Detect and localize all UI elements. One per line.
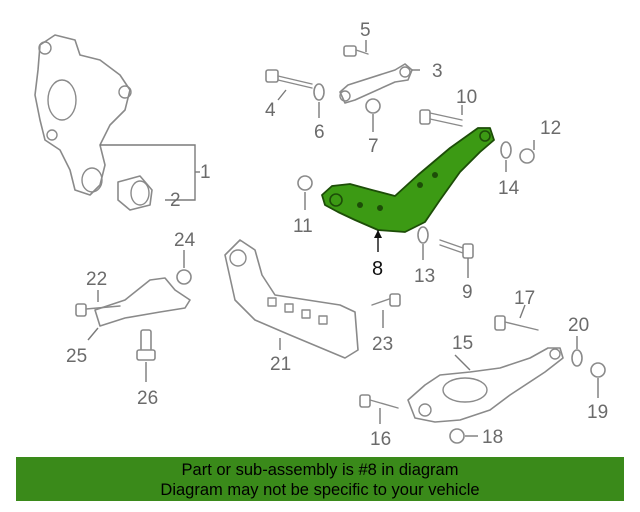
callout-9: 9 — [462, 282, 473, 303]
part-8-highlighted-arm — [321, 127, 495, 233]
part-15-lower-arm — [407, 347, 564, 423]
part-nut-18 — [449, 428, 465, 444]
callout-5: 5 — [360, 20, 371, 41]
callout-23: 23 — [372, 334, 393, 355]
part-upper-link — [339, 63, 413, 104]
parts-diagram: 1 2 3 4 5 6 7 8 9 10 11 12 13 14 15 16 1… — [34, 20, 608, 450]
callout-13: 13 — [414, 266, 435, 287]
part-washer-6 — [313, 83, 325, 101]
callout-8: 8 — [372, 258, 383, 280]
callout-26: 26 — [137, 388, 158, 409]
part-25-bracket — [94, 269, 192, 327]
callout-18: 18 — [482, 427, 503, 448]
banner-line-1: Part or sub-assembly is #8 in diagram — [181, 461, 459, 479]
callout-21: 21 — [270, 354, 291, 375]
callout-2: 2 — [170, 190, 181, 211]
part-bolt-17 — [494, 315, 539, 331]
callout-11: 11 — [293, 216, 313, 237]
callout-16: 16 — [370, 429, 391, 450]
callout-22: 22 — [86, 269, 107, 290]
part-nut-11 — [297, 175, 313, 191]
callout-12: 12 — [540, 118, 561, 139]
part-knuckle — [34, 34, 132, 196]
callout-24: 24 — [174, 230, 196, 251]
part-bushing — [117, 175, 153, 211]
part-bolt-22 — [75, 303, 121, 317]
callout-17: 17 — [514, 288, 535, 309]
callout-1: 1 — [200, 162, 211, 183]
callout-3: 3 — [432, 61, 443, 82]
part-bolt-10 — [419, 109, 463, 127]
part-nut-19 — [590, 362, 606, 378]
callout-25: 25 — [66, 346, 87, 367]
callout-14: 14 — [498, 178, 520, 199]
callout-19: 19 — [587, 402, 608, 423]
part-nut-12 — [519, 148, 535, 164]
callout-20: 20 — [568, 315, 589, 336]
callout-7: 7 — [368, 136, 379, 157]
callout-15: 15 — [452, 333, 473, 354]
info-banner: Part or sub-assembly is #8 in diagram Di… — [16, 457, 624, 501]
part-bolt-9 — [439, 239, 474, 259]
part-21-trailing-link — [224, 239, 359, 359]
part-washer-14 — [500, 141, 512, 159]
part-nut-7 — [365, 98, 381, 114]
part-bolt-4 — [265, 69, 313, 89]
part-bolt-23 — [371, 293, 401, 307]
callout-10: 10 — [456, 87, 477, 108]
part-bolt-5 — [343, 45, 369, 57]
callout-6: 6 — [314, 122, 325, 143]
part-bolt-16 — [359, 394, 399, 409]
callout-4: 4 — [265, 100, 276, 121]
part-bolt-26 — [136, 329, 156, 361]
part-washer-13 — [417, 226, 429, 244]
banner-line-2: Diagram may not be specific to your vehi… — [160, 481, 480, 499]
part-washer-20 — [571, 349, 583, 367]
